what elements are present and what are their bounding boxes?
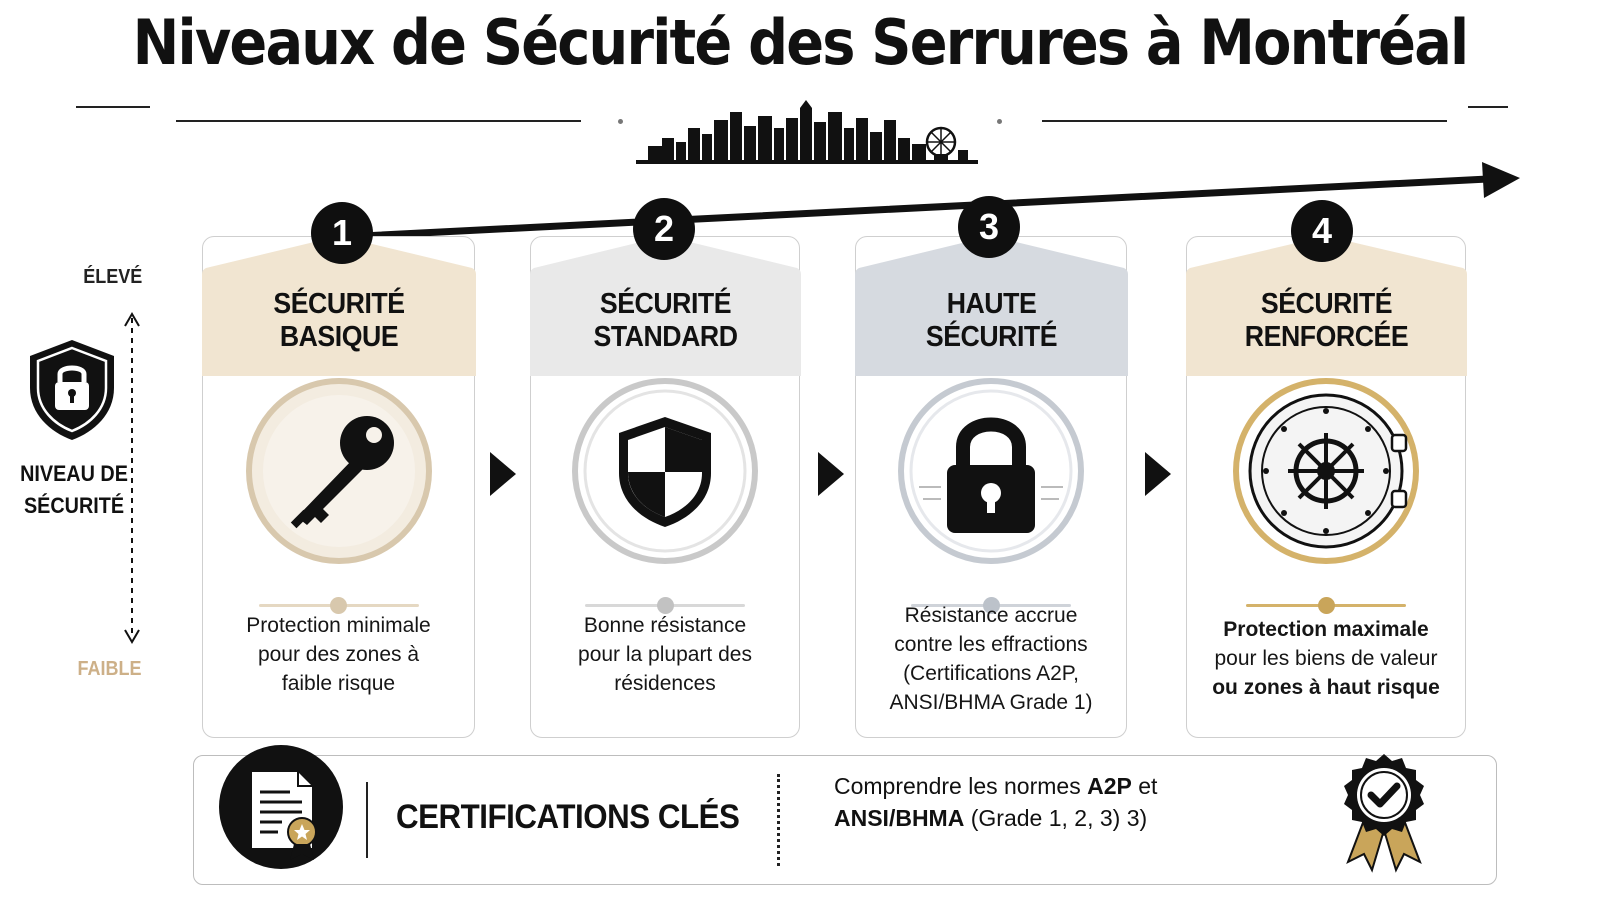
level-card-4-header: SÉCURITÉ RENFORCÉE xyxy=(1185,235,1467,376)
title-rule-right xyxy=(1042,120,1447,122)
cert-dotted-separator xyxy=(777,774,780,866)
level-1-title: SÉCURITÉ BASIQUE xyxy=(272,287,405,353)
cert-separator xyxy=(366,782,368,858)
level-4-title: SÉCURITÉ RENFORCÉE xyxy=(1244,287,1408,353)
level-4-indicator xyxy=(1246,595,1406,615)
level-3-header-shape xyxy=(854,235,1128,376)
level-card-2: SÉCURITÉ STANDARD Bonne résistance pour … xyxy=(529,235,801,738)
montreal-skyline-icon xyxy=(636,100,978,164)
level-3-badge: 3 xyxy=(958,196,1020,258)
shield-icon xyxy=(572,378,758,564)
axis-low-label: FAIBLE xyxy=(77,658,142,680)
level-1-badge: 1 xyxy=(311,202,373,264)
level-card-1-header: SÉCURITÉ BASIQUE xyxy=(201,235,476,376)
level-card-1: SÉCURITÉ BASIQUE Protection minimale pou… xyxy=(201,235,476,738)
level-card-3-header: HAUTE SÉCURITÉ xyxy=(854,235,1128,376)
level-4-header-shape xyxy=(1185,235,1467,376)
certifications-description: Comprendre les normes A2P et ANSI/BHMA (… xyxy=(834,773,1158,831)
axis-title-line1: NIVEAU DE xyxy=(20,461,128,486)
vault-door-icon xyxy=(1233,378,1419,564)
level-card-2-header: SÉCURITÉ STANDARD xyxy=(529,235,801,376)
next-chevron-icon xyxy=(490,452,516,496)
title-rule-left xyxy=(176,120,581,122)
rule-dot-right xyxy=(997,119,1002,124)
axis-title-line2: SÉCURITÉ xyxy=(23,493,125,518)
level-3-indicator xyxy=(911,595,1071,615)
level-1-description: Protection minimale pour des zones à fai… xyxy=(246,614,431,695)
level-4-badge: 4 xyxy=(1291,200,1353,262)
level-2-title: SÉCURITÉ STANDARD xyxy=(592,287,738,353)
axis-high-label: ÉLEVÉ xyxy=(83,266,143,288)
level-2-badge: 2 xyxy=(633,198,695,260)
certifications-bar: CERTIFICATIONS CLÉS Comprendre les norme… xyxy=(193,745,1497,885)
level-2-description: Bonne résistance pour la plupart des rés… xyxy=(578,614,752,695)
page-title: Niveaux de Sécurité des Serrures à Montr… xyxy=(132,6,1470,79)
title-rule-left-short xyxy=(76,106,150,108)
certifications-label: CERTIFICATIONS CLÉS xyxy=(396,798,740,836)
axis-arrow xyxy=(124,312,140,644)
approved-seal-icon xyxy=(1344,754,1424,873)
level-2-indicator xyxy=(585,595,745,615)
rule-dot-left xyxy=(618,119,623,124)
key-icon xyxy=(245,378,432,564)
level-3-description: Résistance accrue contre les effractions… xyxy=(889,604,1093,714)
certificate-document-icon xyxy=(219,745,343,869)
progression-arrow xyxy=(338,162,1520,241)
level-3-title: HAUTE SÉCURITÉ xyxy=(925,287,1057,353)
level-4-description: Protection maximale pour les biens de va… xyxy=(1212,618,1440,699)
title-rule-right-short xyxy=(1468,106,1508,108)
level-card-4: SÉCURITÉ RENFORCÉE Protection maximale p… xyxy=(1185,235,1467,738)
level-card-3: HAUTE SÉCURITÉ Résistance accrue contre … xyxy=(854,235,1128,738)
padlock-icon xyxy=(898,378,1084,564)
level-2-header-shape xyxy=(529,235,801,376)
axis-title: NIVEAU DE SÉCURITÉ xyxy=(18,458,130,522)
next-chevron-icon xyxy=(1145,452,1171,496)
level-1-indicator xyxy=(258,595,419,615)
level-1-header-shape xyxy=(201,235,476,376)
shield-lock-icon xyxy=(30,340,114,440)
next-chevron-icon xyxy=(818,452,844,496)
